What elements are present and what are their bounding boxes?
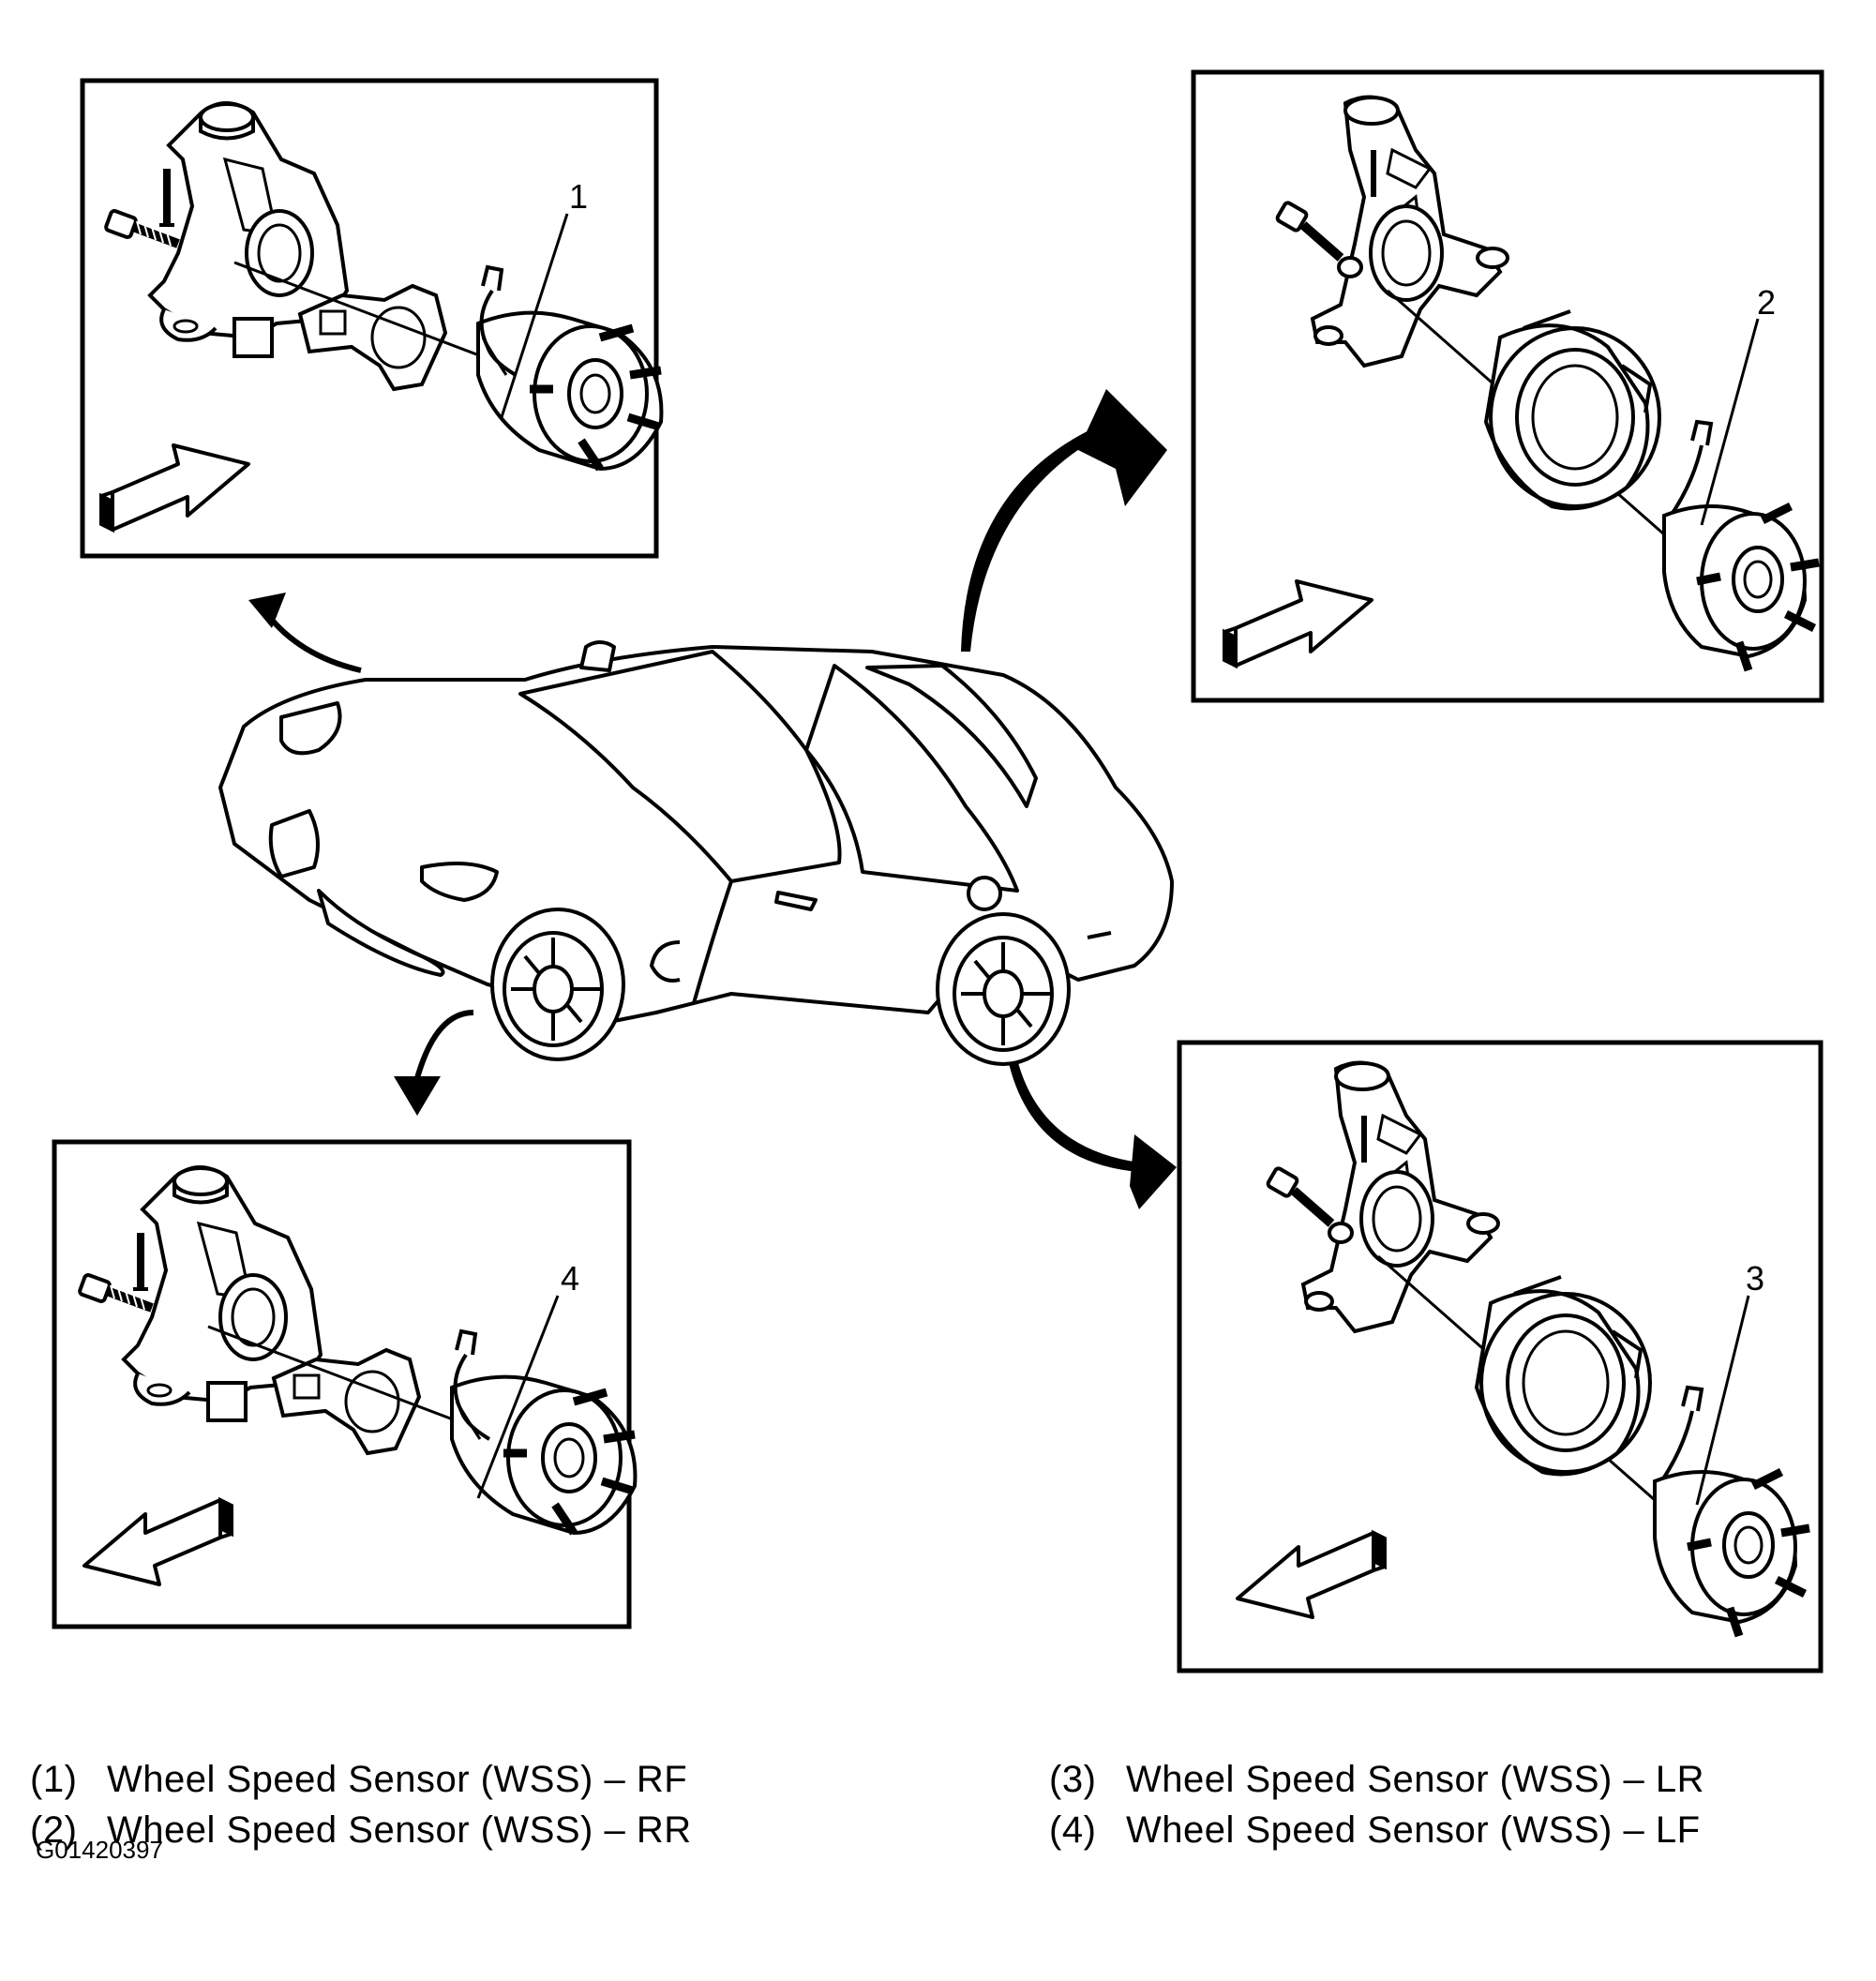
legend-item-1: (1) Wheel Speed Sensor (WSS) – RF (30, 1757, 705, 1802)
curved-arrows (248, 389, 1177, 1209)
arrowhead (394, 1076, 441, 1116)
callout-number: 2 (1757, 283, 1776, 322)
callout-leader (1695, 1295, 1750, 1506)
car-illustration (218, 640, 1174, 1066)
legend-number: (3) (1049, 1759, 1097, 1800)
callout-number: 3 (1746, 1259, 1764, 1298)
legend-label: Wheel Speed Sensor (WSS) – RR (107, 1809, 692, 1851)
curved-arrow-rr (961, 427, 1097, 652)
panel-rr: 2 (1191, 69, 1824, 703)
legend-number: (2) (30, 1809, 78, 1851)
rear-wheel (936, 912, 1071, 1066)
callout-leader (1700, 318, 1760, 526)
callout-leader (500, 213, 569, 418)
panel-rf: 1 (80, 78, 661, 559)
curved-arrow-lf (414, 1010, 474, 1079)
legend-item-4: (4) Wheel Speed Sensor (WSS) – LF (1049, 1808, 1724, 1853)
arrowhead (248, 593, 286, 628)
legend-item-3: (3) Wheel Speed Sensor (WSS) – LR (1049, 1757, 1724, 1802)
figure-id: G01420397 (36, 1836, 163, 1864)
callout-number: 4 (561, 1259, 579, 1298)
callout-leader (476, 1295, 560, 1499)
legend-label: Wheel Speed Sensor (WSS) – LF (1126, 1809, 1701, 1851)
legend-number: (1) (30, 1759, 78, 1800)
legend-number: (4) (1049, 1809, 1097, 1851)
legend-item-2: (2) Wheel Speed Sensor (WSS) – RR (30, 1808, 705, 1853)
legend-label: Wheel Speed Sensor (WSS) – RF (107, 1759, 688, 1800)
arrowhead (1078, 389, 1167, 506)
callout-number: 1 (569, 177, 588, 216)
arrowhead (1130, 1134, 1177, 1209)
curved-arrow-rf (264, 612, 362, 673)
panel-lf: 4 (52, 1139, 635, 1629)
curved-arrow-lr (1008, 1059, 1139, 1172)
front-wheel (490, 908, 625, 1061)
panel-lr: 3 (1177, 1040, 1823, 1673)
legend-label: Wheel Speed Sensor (WSS) – LR (1126, 1759, 1704, 1800)
